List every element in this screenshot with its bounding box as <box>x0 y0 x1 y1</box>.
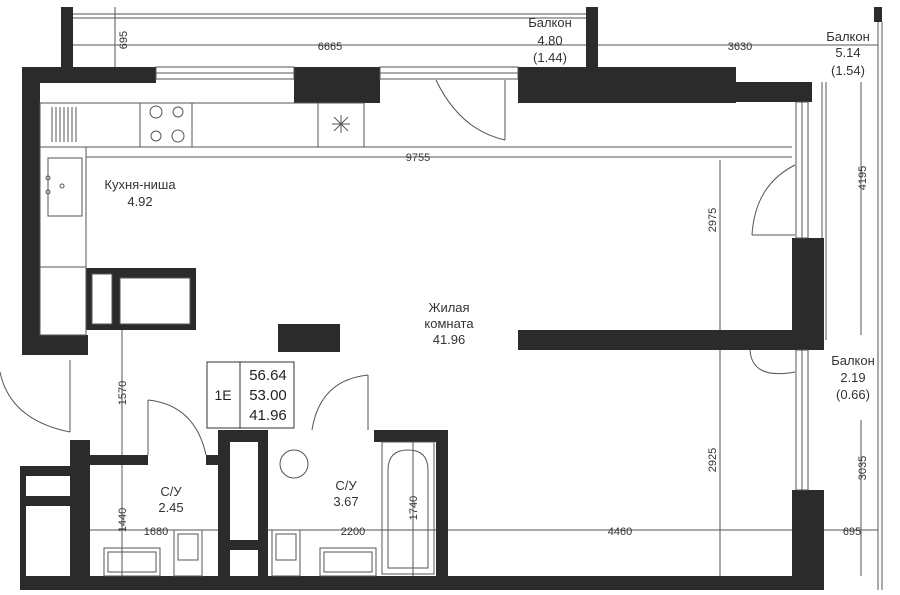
apartment-living-area: 41.96 <box>249 407 287 424</box>
dimension-lines <box>73 7 878 576</box>
bath1-fixtures <box>103 529 203 577</box>
dim-corner-balcony-width: 3630 <box>728 41 752 53</box>
balcony-corner-area-reduced: (1.54) <box>831 63 865 78</box>
room-name-kitchen: Кухня-ниша <box>104 177 176 192</box>
balcony-side-name: Балкон <box>831 353 875 368</box>
dim-interior-width: 9755 <box>406 152 430 164</box>
stove-icon <box>149 105 185 143</box>
balcony-corner-name: Балкон <box>826 29 870 44</box>
balcony-top-area: 4.80 <box>537 33 562 48</box>
dim-side-balcony-width: 695 <box>843 526 861 538</box>
doors <box>0 79 796 456</box>
dim-bath2-width: 2200 <box>341 526 365 538</box>
dim-bath1-width: 1680 <box>144 526 168 538</box>
room-area-bath2: 3.67 <box>333 494 358 509</box>
dim-living-height-upper: 2975 <box>707 208 719 232</box>
balcony-top-name: Балкон <box>528 15 572 30</box>
dim-top-left-vertical: 695 <box>118 31 130 49</box>
balcony-side-area: 2.19 <box>840 370 865 385</box>
apartment-info-box: 1E 56.64 53.00 41.96 <box>206 361 295 429</box>
corner-balcony-outline <box>598 7 883 590</box>
room-name-living-line1: Жилая <box>428 300 469 315</box>
top-balcony-outline <box>61 7 598 69</box>
apartment-type: 1E <box>214 387 231 403</box>
room-name-bath1: С/У <box>160 484 182 499</box>
room-area-living: 41.96 <box>433 332 466 347</box>
room-area-kitchen: 4.92 <box>127 194 152 209</box>
balcony-side-area-reduced: (0.66) <box>836 387 870 402</box>
dim-top-balcony-width: 6665 <box>318 41 342 53</box>
room-name-bath2: С/У <box>335 478 357 493</box>
radiator-icon <box>51 107 77 142</box>
room-name-living-line2: комната <box>424 316 474 331</box>
dim-bath2-tub-length: 1740 <box>408 496 420 520</box>
bath2-fixtures <box>271 441 435 577</box>
walls <box>20 67 824 590</box>
room-area-bath1: 2.45 <box>158 500 183 515</box>
kitchen-fixtures <box>39 102 792 336</box>
balcony-top-area-reduced: (1.44) <box>533 50 567 65</box>
windows <box>155 66 809 491</box>
dim-corner-balcony-height: 4195 <box>857 166 869 190</box>
apartment-living-total: 53.00 <box>249 387 287 404</box>
balcony-corner-area: 5.14 <box>835 45 860 60</box>
dim-living-height-lower: 2925 <box>707 448 719 472</box>
ventilation-icon <box>332 115 350 133</box>
kitchen-sink-icon <box>45 157 83 217</box>
dim-bath1-height: 1440 <box>117 508 129 532</box>
dim-hall-height: 1570 <box>117 381 129 405</box>
dim-side-balcony-height: 3035 <box>857 456 869 480</box>
apartment-total-area: 56.64 <box>249 367 287 384</box>
dim-living-lower-width: 4460 <box>608 526 632 538</box>
